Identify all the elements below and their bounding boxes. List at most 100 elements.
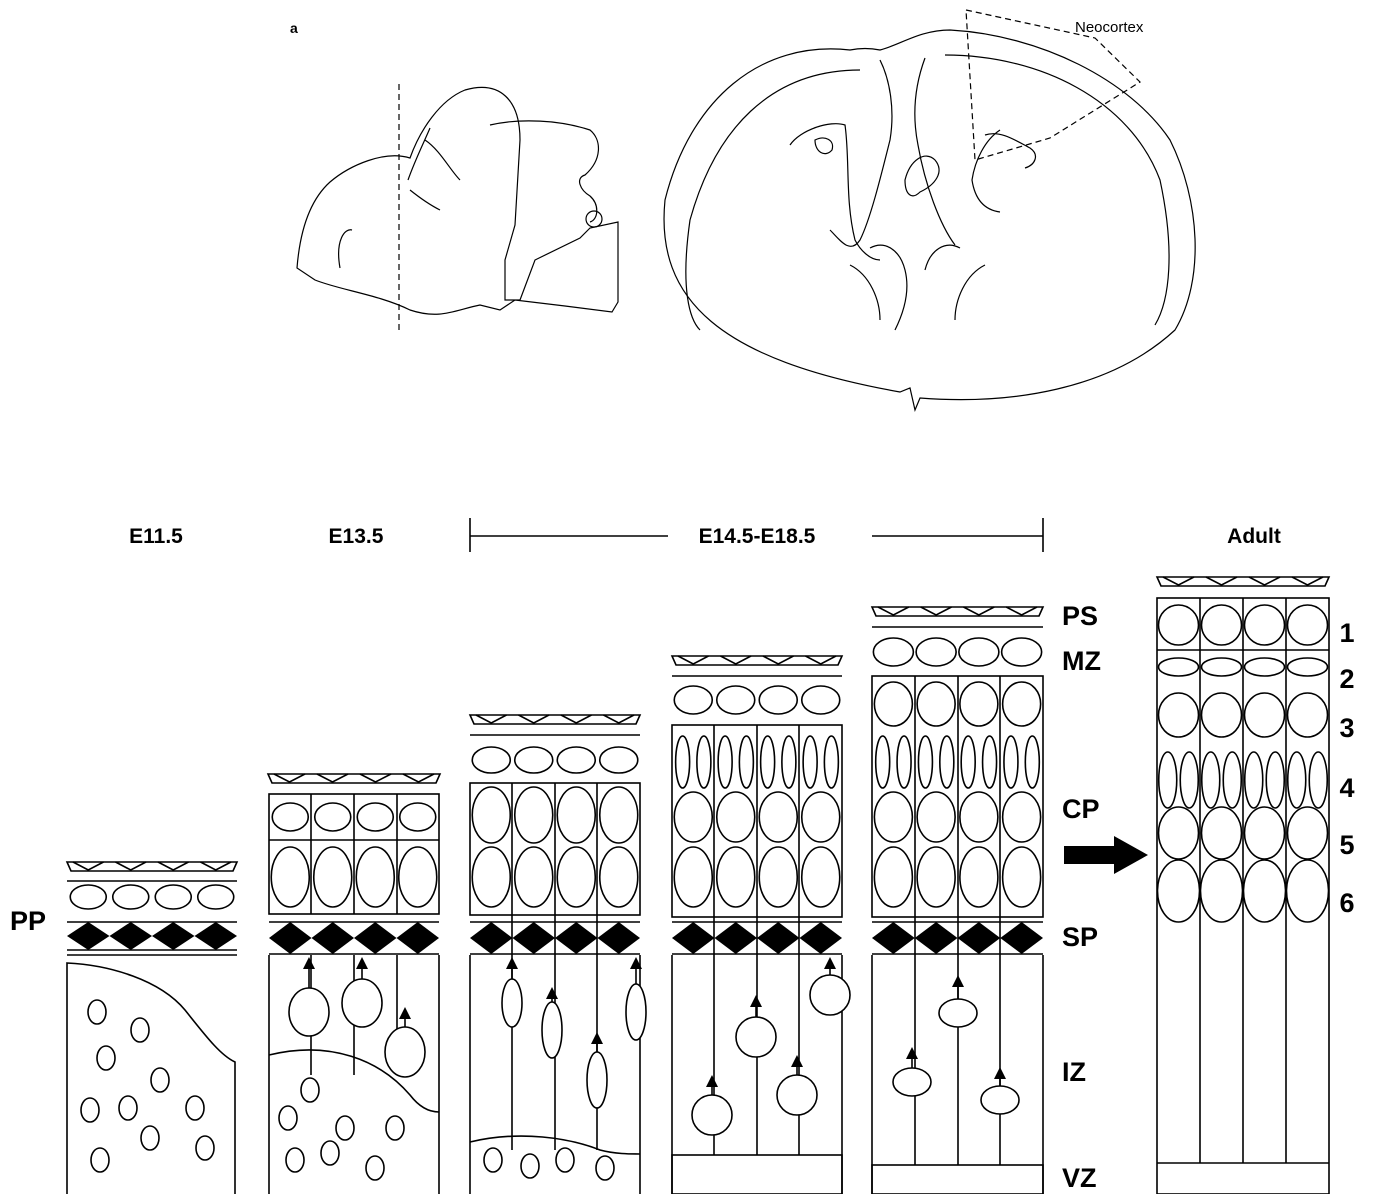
neuron-cell: [1202, 693, 1242, 737]
neuron-cell: [761, 736, 775, 788]
neuron-cell: [1159, 605, 1199, 645]
migration-arrow-icon: [750, 995, 762, 1007]
panel-label: a: [290, 20, 298, 36]
migration-arrow-icon: [399, 1007, 411, 1019]
neuron-cell: [940, 736, 954, 788]
column-e18: [872, 607, 1043, 1194]
adult-layer-3: 3: [1339, 713, 1354, 743]
neuron-cell: [1245, 605, 1285, 645]
migrating-neuron: [626, 984, 646, 1040]
zone-label-vz: VZ: [1062, 1163, 1097, 1193]
pial-cell: [921, 607, 952, 615]
pial-cell: [1292, 577, 1323, 585]
pial-cell: [561, 715, 592, 723]
migration-arrow-icon: [303, 957, 315, 969]
pial-cell: [721, 656, 752, 664]
subplate-neuron: [67, 922, 110, 950]
neuron-cell: [1288, 693, 1328, 737]
subplate-neuron: [110, 922, 153, 950]
pial-cell: [1206, 577, 1237, 585]
neuron-cell: [400, 803, 436, 831]
progenitor-cell: [81, 1098, 99, 1122]
neuron-cell: [674, 686, 712, 714]
progenitor-cell: [301, 1078, 319, 1102]
neuron-cell: [717, 792, 755, 842]
neuron-cell: [873, 638, 913, 666]
neocortex-label: Neocortex: [1075, 19, 1144, 36]
migration-arrow-icon: [506, 957, 518, 969]
neuron-cell: [1158, 860, 1200, 922]
progenitor-cell: [521, 1154, 539, 1178]
pial-cell: [878, 607, 909, 615]
migrating-neuron: [385, 1027, 425, 1077]
column-e14: [470, 715, 646, 1194]
subplate-neuron: [715, 922, 758, 954]
neuron-cell: [1309, 752, 1327, 808]
neuron-cell: [1202, 658, 1242, 676]
neuron-cell: [960, 682, 998, 726]
neuron-cell: [983, 736, 997, 788]
neuron-cell: [1025, 736, 1039, 788]
neuron-cell: [1201, 860, 1243, 922]
migration-arrow-icon: [994, 1067, 1006, 1079]
neuron-cell: [600, 847, 638, 907]
neuron-cell: [960, 847, 998, 907]
migration-arrow-icon: [356, 957, 368, 969]
neuron-cell: [515, 847, 553, 907]
subplate-neuron: [312, 922, 355, 954]
neuron-cell: [824, 736, 838, 788]
migration-arrow-icon: [952, 975, 964, 987]
migration-arrow-icon: [546, 987, 558, 999]
neuron-cell: [472, 787, 510, 843]
neuron-cell: [472, 847, 510, 907]
neuron-cell: [876, 736, 890, 788]
cortical-columns: [67, 577, 1329, 1194]
progenitor-cell: [556, 1148, 574, 1172]
migrating-neuron: [342, 979, 382, 1027]
neuron-cell: [1288, 752, 1306, 808]
neuron-cell: [917, 792, 955, 842]
subplate-neuron: [672, 922, 715, 954]
pial-cell: [73, 862, 104, 870]
migration-arrow-icon: [906, 1047, 918, 1059]
neuron-cell: [1245, 658, 1285, 676]
adult-layer-2: 2: [1339, 664, 1354, 694]
neuron-cell: [557, 787, 595, 843]
pial-cell: [1163, 577, 1194, 585]
progenitor-cell: [141, 1126, 159, 1150]
development-arrow-icon: [1064, 836, 1148, 874]
pial-cell: [763, 656, 794, 664]
neuron-cell: [717, 686, 755, 714]
subplate-neuron: [470, 922, 513, 954]
adult-layer-6: 6: [1339, 888, 1354, 918]
neuron-cell: [155, 885, 191, 909]
subplate-neuron: [269, 922, 312, 954]
neuron-cell: [557, 747, 595, 773]
pial-surface: [67, 862, 237, 871]
neuron-cell: [1245, 752, 1263, 808]
neuron-cell: [674, 792, 712, 842]
progenitor-cell: [484, 1148, 502, 1172]
neuron-cell: [674, 847, 712, 907]
neuron-cell: [739, 736, 753, 788]
neuron-cell: [782, 736, 796, 788]
progenitor-cell: [596, 1156, 614, 1180]
neuron-cell: [1159, 693, 1199, 737]
coronal-brain-section: Neocortex: [664, 10, 1195, 410]
pial-cell: [403, 774, 434, 782]
progenitor-cell: [131, 1018, 149, 1042]
progenitor-cell: [321, 1141, 339, 1165]
neuron-cell: [1266, 752, 1284, 808]
neuron-cell: [897, 736, 911, 788]
column-e16: [672, 656, 850, 1194]
neuron-cell: [600, 747, 638, 773]
neuron-cell: [1245, 693, 1285, 737]
neuron-cell: [874, 847, 912, 907]
stage-label-e14-18: E14.5-E18.5: [699, 525, 816, 548]
subplate-neuron: [513, 922, 556, 954]
neuron-cell: [600, 787, 638, 843]
pial-surface: [872, 607, 1043, 616]
stage-label-adult: Adult: [1227, 525, 1281, 548]
neuron-cell: [356, 847, 394, 907]
